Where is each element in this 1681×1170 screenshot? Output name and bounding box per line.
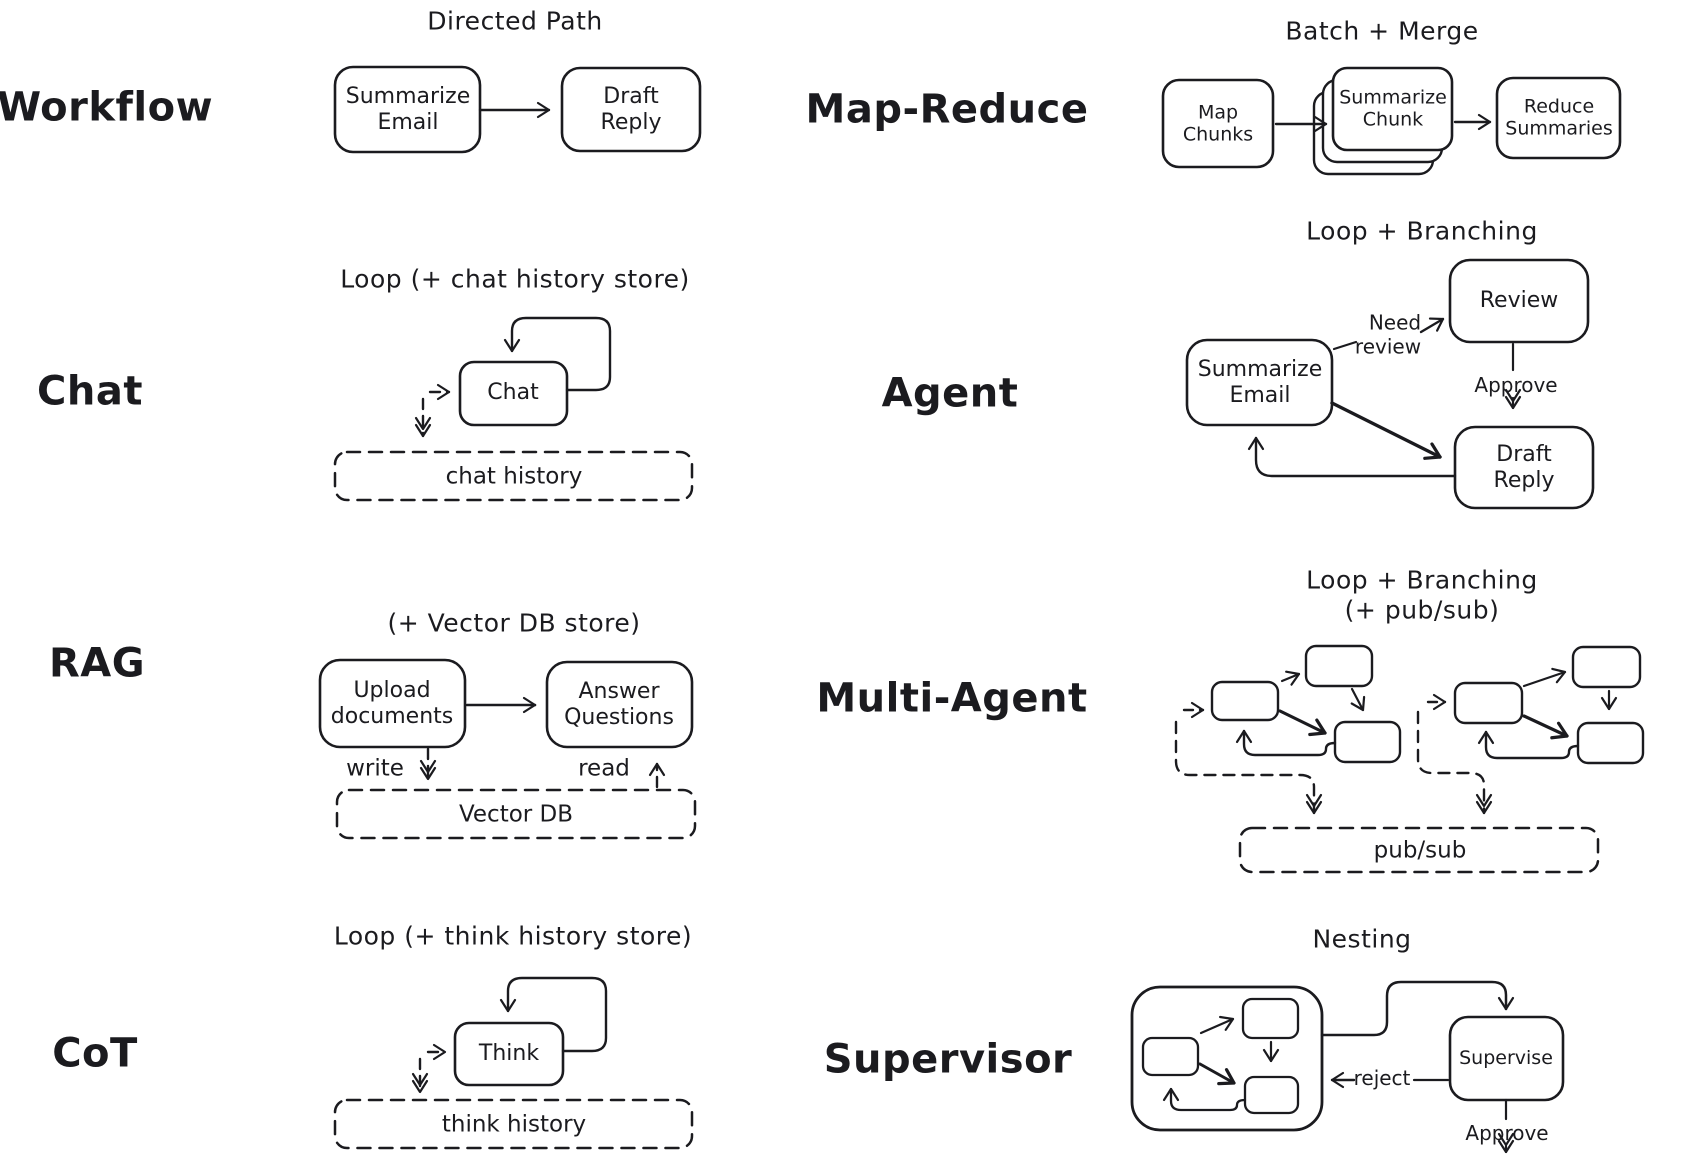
workflow-summarize-email-label: Summarize Email [345,84,471,135]
multi-agent-title: Loop + Branching (+ pub/sub) [1306,565,1538,625]
agent-review-box [1448,258,1590,344]
summarize-chunk-label: Summarize Chunk [1339,86,1447,131]
cluster1-left-to-bottom [1278,709,1327,737]
cluster2-top-box [1571,645,1642,689]
write-edge-label: write [346,755,404,782]
agent-summarize-email-box [1185,338,1334,427]
chat-diagram [333,316,694,502]
map-reduce-title: Batch + Merge [1285,16,1479,46]
cluster2-bottom-box [1576,721,1645,765]
think-history-label: think history [441,1111,587,1138]
chat-history-label: chat history [445,463,583,490]
think-history-store-box [333,1098,694,1150]
nested-left-to-bottom [1198,1062,1236,1086]
nested-loop [1162,1087,1247,1112]
upload-documents-box [318,658,467,749]
cluster1-bottom-box [1333,720,1402,764]
nested-bottom-box [1243,1075,1300,1115]
cluster1-top-to-bottom [1350,687,1366,712]
map-chunks-label: Map Chunks [1182,101,1254,146]
cot-row-label: CoT [52,1030,138,1077]
reject-edge-label: reject [1353,1066,1411,1091]
reduce-summaries-box [1495,76,1622,160]
reduce-summaries-label: Reduce Summaries [1505,95,1613,140]
cluster2-left-to-bottom [1522,714,1569,740]
workflow-title: Directed Path [427,6,603,36]
workflow-diagram [333,65,702,154]
workflow-draft-reply-box [560,66,702,153]
think-self-loop [499,976,608,1053]
nested-top-box [1241,997,1300,1040]
agent-draft-reply-label: Draft Reply [1493,442,1555,493]
cluster1-left-to-top [1280,670,1301,686]
agent-draft-reply-box [1453,425,1595,510]
cot-title: Loop (+ think history store) [333,921,693,951]
map-reduce-row-label: Map-Reduce [805,86,1089,133]
cluster2-left-box [1453,681,1524,725]
need-review-arrow [1419,317,1445,334]
nesting-title: Nesting [1312,924,1412,954]
pub-sub-store-box [1238,826,1600,874]
cluster2-loop [1477,730,1580,760]
cot-diagram [333,976,694,1150]
cluster1-left-box [1210,680,1280,722]
agent-summarize-email-label: Summarize Email [1197,357,1323,408]
need-review-edge-label: Need review [1354,310,1422,358]
cluster1-to-pubsub [1174,720,1323,815]
agent-approve-edge-label: Approve [1474,373,1558,398]
nested-left-to-top [1199,1015,1235,1035]
summarize-to-draft-arrow [1330,401,1442,460]
cluster1-top-box [1304,644,1374,688]
nested-left-box [1141,1036,1200,1077]
agent-title: Loop + Branching [1306,216,1538,246]
draft-to-summarize-return [1247,436,1457,478]
read-edge-label: read [578,755,630,782]
rag-title: (+ Vector DB store) [387,608,641,638]
chat-self-loop [503,316,612,392]
chat-node-label: Chat [487,380,539,406]
think-box [453,1021,565,1087]
chat-box [458,360,569,427]
cluster2-to-pubsub [1416,710,1493,815]
upload-documents-label: Upload documents [330,678,454,729]
container-to-supervise-arrow [1320,980,1515,1037]
agent-review-label: Review [1479,288,1559,314]
cluster2-left-to-top [1522,667,1567,688]
chat-title: Loop (+ chat history store) [340,264,690,294]
need-review-connector [1332,340,1358,351]
cluster1-loop [1235,729,1337,757]
multi-agent-diagram [1174,644,1645,874]
vector-db-label: Vector DB [458,801,574,828]
workflow-row-label: Workflow [0,84,214,131]
supervisor-approve-edge-label: Approve [1465,1121,1549,1146]
multi-agent-cluster-1 [1174,644,1402,815]
supervisor-diagram [1130,980,1565,1154]
chat-history-store-box [333,450,694,502]
summarize-chunk-box [1331,66,1454,152]
rag-diagram [318,658,697,840]
supervise-label: Supervise [1459,1046,1553,1069]
chat-row-label: Chat [37,368,143,415]
workflow-draft-reply-label: Draft Reply [600,84,662,135]
map-chunks-box [1161,78,1275,169]
rag-row-label: RAG [48,640,146,687]
answer-questions-box [545,660,694,749]
map-reduce-diagram [1161,66,1622,176]
pub-sub-label: pub/sub [1373,837,1467,864]
vector-db-store-box [335,788,697,840]
think-node-label: Think [478,1041,540,1067]
multi-agent-row-label: Multi-Agent [816,675,1088,722]
agent-diagram [1185,258,1595,510]
supervisor-row-label: Supervisor [823,1036,1073,1083]
agent-row-label: Agent [881,370,1019,417]
multi-agent-cluster-2 [1416,645,1645,815]
answer-questions-label: Answer Questions [564,679,674,730]
